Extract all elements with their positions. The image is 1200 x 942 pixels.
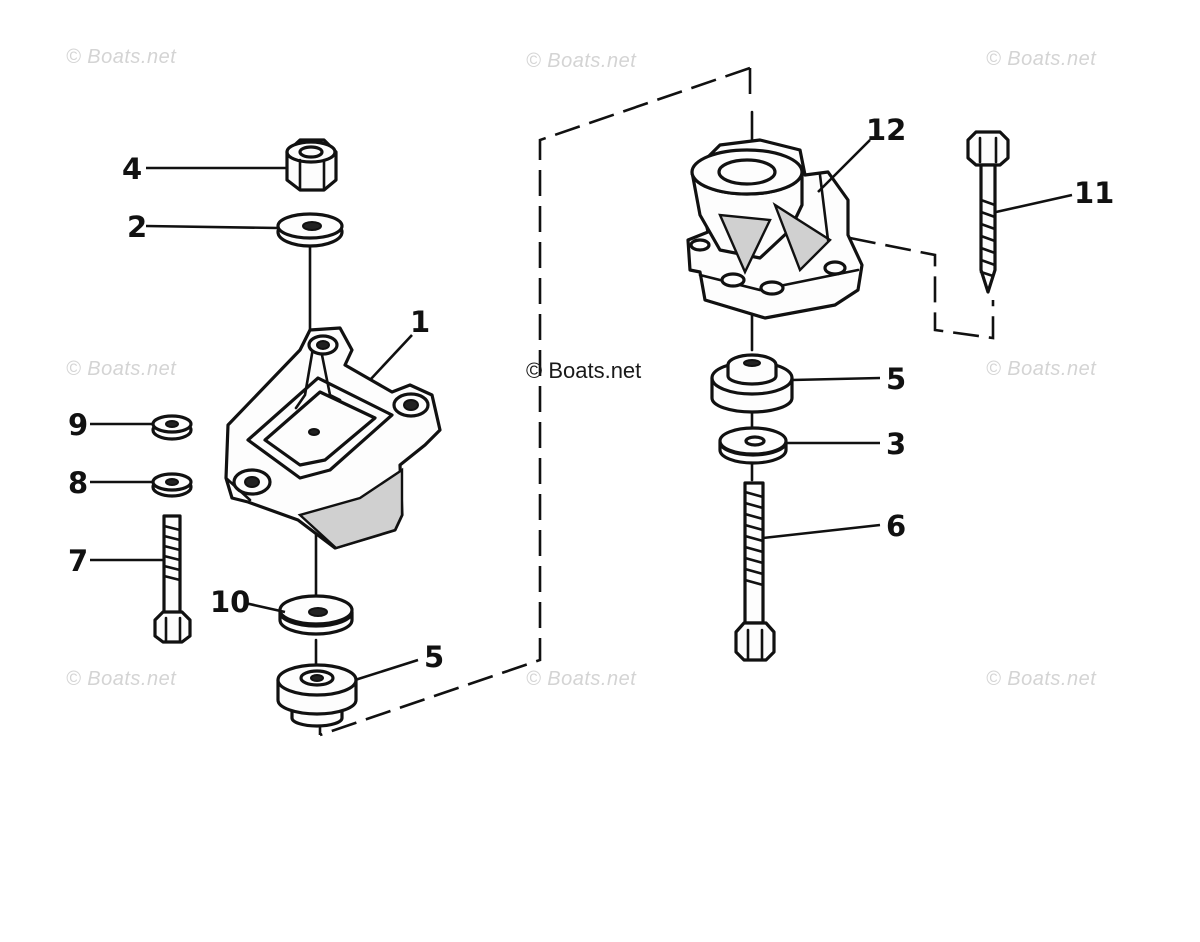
part-10-washer	[278, 594, 354, 636]
part-11-lag-screw	[966, 130, 1010, 294]
callout-5-right: 5	[886, 362, 906, 396]
part-6-long-bolt	[734, 481, 776, 662]
leader-lines	[90, 139, 1073, 682]
part-5-cushion-right	[710, 353, 794, 414]
callout-5-left: 5	[424, 640, 444, 674]
watermark: © Boats.net	[986, 668, 1097, 690]
part-1-mount-bracket	[224, 326, 442, 550]
watermark: © Boats.net	[526, 668, 637, 690]
callout-6: 6	[886, 509, 906, 543]
part-2-washer	[276, 212, 344, 248]
part-5-cushion-left	[276, 663, 358, 728]
callout-3: 3	[886, 427, 906, 461]
callout-7: 7	[68, 544, 88, 578]
callout-2: 2	[127, 210, 147, 244]
part-7-bolt	[153, 514, 192, 644]
callout-labels: 4 2 1 9 8 7 10 5 12 11 5 3 6	[68, 113, 1114, 674]
watermark: © Boats.net	[66, 668, 177, 690]
part-9-nut	[151, 414, 193, 441]
callout-11: 11	[1074, 176, 1114, 210]
callout-12: 12	[866, 113, 906, 147]
watermark: © Boats.net	[986, 48, 1097, 70]
callout-1: 1	[410, 305, 430, 339]
part-12-mount-housing	[686, 138, 864, 320]
watermark: © Boats.net	[526, 50, 637, 72]
part-4-lock-nut	[285, 138, 338, 192]
callout-10: 10	[210, 585, 250, 619]
part-3-washer	[718, 426, 788, 465]
center-watermark: © Boats.net	[526, 358, 642, 383]
callout-9: 9	[68, 408, 88, 442]
watermark: © Boats.net	[66, 358, 177, 380]
callout-8: 8	[68, 466, 88, 500]
watermark: © Boats.net	[66, 46, 177, 68]
part-8-lock-washer	[151, 472, 193, 498]
watermark: © Boats.net	[986, 358, 1097, 380]
callout-4: 4	[122, 152, 142, 186]
